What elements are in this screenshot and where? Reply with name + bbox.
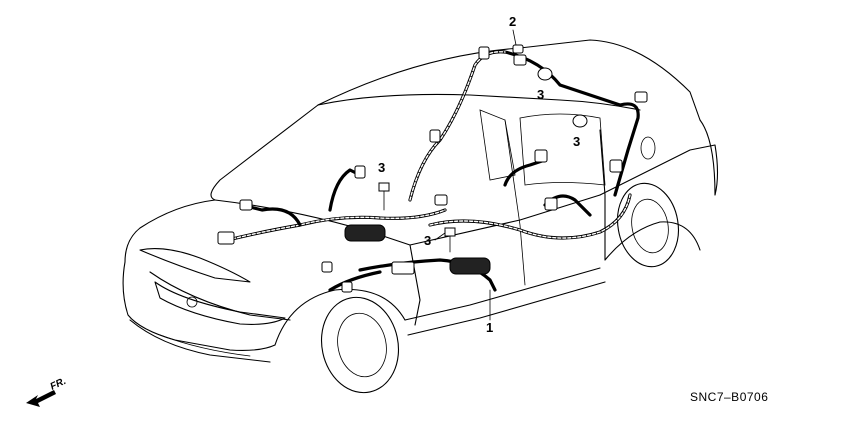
wire-harness <box>217 46 648 293</box>
callout-label-bolt: 3 <box>573 134 580 149</box>
callout-label-harness: 1 <box>486 320 493 335</box>
callouts: 1 2 3 3 3 3 <box>378 14 580 335</box>
callout-label-bolt: 3 <box>537 87 544 102</box>
bolt-icon <box>444 227 456 253</box>
bolt-icon <box>537 67 553 81</box>
front-direction-indicator: FR. <box>26 376 68 407</box>
front-label: FR. <box>49 376 68 393</box>
bolt-parts <box>378 44 588 253</box>
clip-icon <box>512 44 524 54</box>
diagram-code: SNC7–B0706 <box>690 390 768 404</box>
arrow-down-left-icon <box>26 390 56 407</box>
callout-label-bolt: 3 <box>424 233 431 248</box>
bolt-icon <box>378 182 390 211</box>
car-body <box>122 39 719 394</box>
callout-label-bolt: 3 <box>378 160 385 175</box>
callout-label-clip: 2 <box>509 14 516 29</box>
bolt-icon <box>572 114 588 128</box>
